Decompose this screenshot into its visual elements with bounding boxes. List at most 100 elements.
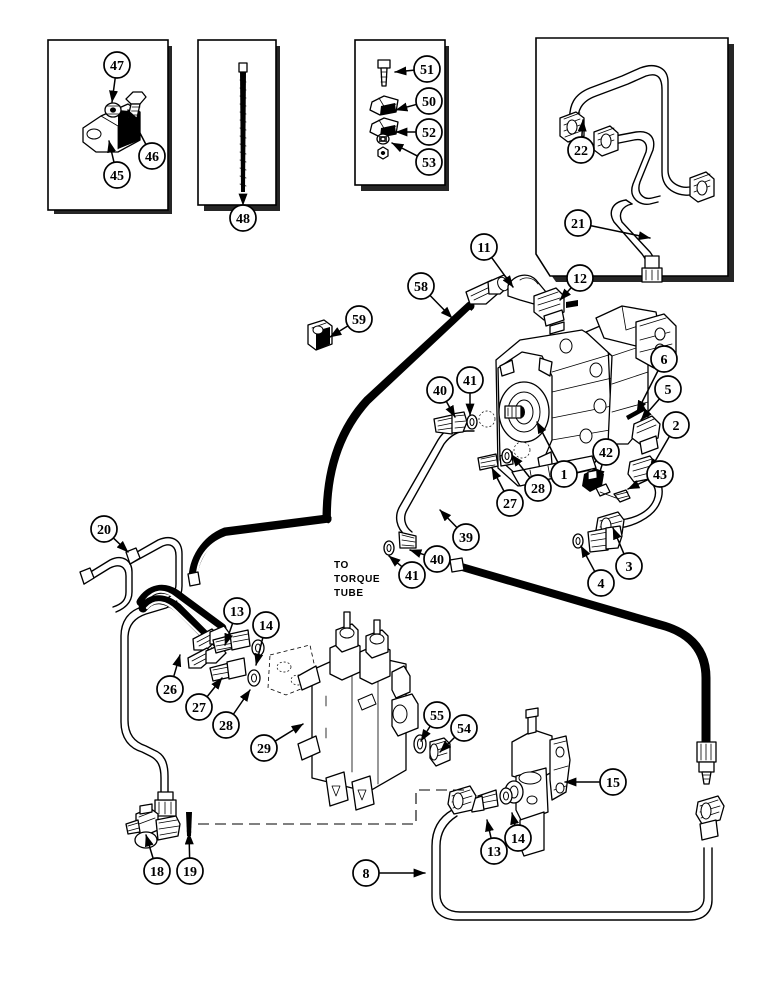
callout-29-control-valve[interactable]: 29: [250, 723, 304, 762]
callout-11-elbow-fitting[interactable]: 11: [470, 233, 514, 288]
callout-bubble[interactable]: [413, 55, 441, 83]
callout-bubble[interactable]: [176, 857, 204, 885]
callout-18-valve[interactable]: 18: [143, 834, 171, 885]
leader-line: [233, 689, 251, 715]
callout-4-o-ring[interactable]: 4: [580, 545, 615, 597]
callout-number: 27: [192, 701, 206, 716]
callout-19-spring-pin[interactable]: 19: [176, 832, 204, 885]
callout-14-o-ring-valve[interactable]: 14: [504, 812, 532, 852]
callout-number: 45: [110, 169, 124, 184]
leader-line: [485, 819, 494, 839]
callout-bubble[interactable]: [352, 859, 380, 887]
callout-bubble[interactable]: [470, 233, 498, 261]
callout-20-tube[interactable]: 20: [90, 515, 129, 553]
callout-bubble[interactable]: [452, 523, 480, 551]
callout-28-o-ring[interactable]: 28: [212, 689, 251, 739]
callout-bubble[interactable]: [252, 611, 280, 639]
callout-1-hydraulic-pump[interactable]: 1: [536, 421, 578, 488]
leader-line: [445, 401, 456, 418]
callout-12-o-ring-seal[interactable]: 12: [559, 264, 594, 301]
callout-39-tube-pump[interactable]: 39: [439, 509, 480, 551]
callout-bubble[interactable]: [564, 209, 592, 237]
callout-bubble[interactable]: [662, 411, 690, 439]
callout-47-washer[interactable]: 47: [103, 51, 131, 103]
callout-bubble[interactable]: [156, 675, 184, 703]
callout-15-control-valve-body[interactable]: 15: [564, 768, 627, 796]
callout-bubble[interactable]: [223, 597, 251, 625]
callout-8-hose-return[interactable]: 8: [352, 859, 426, 887]
callout-6-washer[interactable]: 6: [636, 345, 678, 413]
callout-bubble[interactable]: [415, 148, 443, 176]
callout-54-plug[interactable]: 54: [439, 714, 478, 753]
callout-43-connector-switch[interactable]: 43: [627, 460, 674, 490]
callout-50-clip[interactable]: 50: [395, 87, 443, 115]
callout-bubble[interactable]: [650, 345, 678, 373]
callout-46-cap-screw[interactable]: 46: [127, 109, 166, 170]
callout-bubble[interactable]: [456, 366, 484, 394]
callout-bubble[interactable]: [415, 87, 443, 115]
callout-41-o-ring-lower[interactable]: 41: [388, 555, 426, 589]
callout-27-connector-pump[interactable]: 27: [491, 467, 524, 517]
callout-bubble[interactable]: [496, 489, 524, 517]
elbow-11: [507, 274, 565, 327]
callout-41-o-ring-upper[interactable]: 41: [456, 366, 484, 416]
callout-bubble[interactable]: [480, 837, 508, 865]
callout-bubble[interactable]: [599, 768, 627, 796]
callout-40-connector-upper[interactable]: 40: [426, 376, 456, 418]
callout-40-connector-lower[interactable]: 40: [409, 545, 451, 573]
callout-22-tube-upper[interactable]: 22: [567, 119, 595, 164]
callout-bubble[interactable]: [654, 375, 682, 403]
callout-bubble[interactable]: [423, 545, 451, 573]
callout-bubble[interactable]: [504, 824, 532, 852]
callout-bubble[interactable]: [345, 305, 373, 333]
callout-bubble[interactable]: [615, 552, 643, 580]
callout-55-o-ring-plug[interactable]: 55: [420, 701, 451, 742]
callout-bubble[interactable]: [407, 272, 435, 300]
callout-3-connector[interactable]: 3: [612, 527, 643, 580]
hose-main-right: [449, 557, 717, 785]
callout-bubble[interactable]: [646, 460, 674, 488]
callout-bubble[interactable]: [138, 142, 166, 170]
callout-58-hose-supply[interactable]: 58: [407, 272, 453, 319]
callout-48-cable-tie[interactable]: 48: [229, 193, 257, 232]
callout-27-connector[interactable]: 27: [185, 677, 223, 721]
callout-bubble[interactable]: [229, 204, 257, 232]
callout-14-o-ring[interactable]: 14: [252, 611, 280, 666]
callout-5-fitting[interactable]: 5: [640, 375, 682, 421]
callout-13-adapter-valve[interactable]: 13: [480, 819, 508, 865]
callout-bubble[interactable]: [426, 376, 454, 404]
callout-52-washer-lock[interactable]: 52: [395, 118, 443, 146]
callout-bubble[interactable]: [250, 734, 278, 762]
callout-bubble[interactable]: [143, 857, 171, 885]
callout-bubble[interactable]: [592, 438, 620, 466]
callout-bubble[interactable]: [524, 474, 552, 502]
leader-line: [206, 677, 223, 697]
callout-45-bracket[interactable]: 45: [103, 140, 131, 189]
callout-bubble[interactable]: [103, 161, 131, 189]
hydraulic-pump-1: [495, 305, 677, 487]
callout-51-screw[interactable]: 51: [394, 55, 441, 83]
callout-59-clamp[interactable]: 59: [329, 305, 373, 338]
callout-21-tube-lower[interactable]: 21: [564, 209, 651, 241]
callout-bubble[interactable]: [423, 701, 451, 729]
callout-bubble[interactable]: [90, 515, 118, 543]
callout-bubble[interactable]: [566, 264, 594, 292]
callout-bubble[interactable]: [103, 51, 131, 79]
callout-bubble[interactable]: [450, 714, 478, 742]
callout-bubble[interactable]: [415, 118, 443, 146]
callout-28-o-ring-pump[interactable]: 28: [511, 454, 552, 502]
callout-53-nut[interactable]: 53: [391, 142, 443, 176]
callout-bubble[interactable]: [398, 561, 426, 589]
callout-bubble[interactable]: [550, 460, 578, 488]
callout-bubble[interactable]: [185, 693, 213, 721]
callout-13-adapter[interactable]: 13: [223, 597, 251, 646]
callout-bubble[interactable]: [212, 711, 240, 739]
callout-42-switch[interactable]: 42: [592, 438, 620, 482]
callout-bubble[interactable]: [567, 136, 595, 164]
callout-number: 47: [110, 59, 124, 74]
callout-bubble[interactable]: [587, 569, 615, 597]
leader-line: [612, 527, 625, 554]
callout-26-hose[interactable]: 26: [156, 654, 184, 703]
callout-number: 26: [163, 683, 177, 698]
leader-line: [640, 398, 660, 421]
